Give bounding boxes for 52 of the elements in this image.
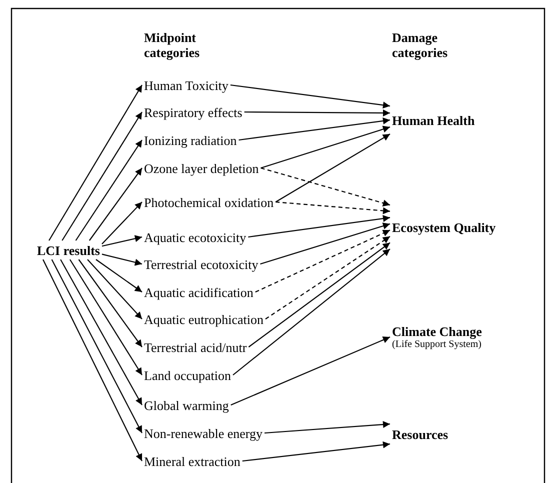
arrow: [244, 109, 390, 116]
damage-category: Ecosystem Quality: [392, 220, 496, 234]
arrow: [230, 336, 390, 406]
midpoint-category: Aquatic eutrophication: [144, 312, 264, 326]
arrow: [248, 242, 390, 348]
midpoint-category: Non-renewable energy: [144, 426, 263, 440]
arrow: [96, 259, 142, 292]
midpoint-category: Global warming: [144, 398, 229, 412]
column-heading: Damage categories: [392, 30, 449, 60]
damage-category: Human Health: [392, 112, 475, 128]
midpoint-category: Terrestrial acid/nutr: [144, 340, 247, 354]
midpoint-category: Aquatic acidification: [144, 284, 254, 300]
midpoint-category: Photochemical oxidation: [144, 194, 274, 210]
arrow: [102, 254, 142, 266]
midpoint-category: Aquatic ecotoxicity: [144, 230, 246, 244]
arrow: [230, 84, 390, 109]
damage-category: Climate Change: [392, 324, 482, 338]
source-label: LCI results: [37, 242, 100, 258]
arrow: [248, 215, 390, 238]
arrow: [275, 134, 390, 202]
midpoint-category: Respiratory effects: [144, 104, 242, 120]
midpoint-category: Land occupation: [144, 368, 231, 382]
arrow: [69, 259, 142, 376]
midpoint-category: Terrestrial ecotoxicity: [144, 256, 258, 272]
arrow: [242, 441, 390, 462]
arrow: [260, 126, 390, 169]
midpoint-category: Mineral extraction: [144, 454, 240, 468]
arrow: [276, 201, 390, 214]
arrow: [60, 259, 142, 406]
arrow: [260, 167, 390, 206]
damage-category: Resources: [392, 426, 448, 442]
arrow: [75, 140, 142, 241]
column-heading: Midpoint categories: [144, 30, 201, 60]
arrow: [260, 222, 390, 265]
arrow: [102, 202, 142, 244]
midpoint-category: Ionizing radiation: [144, 132, 237, 148]
midpoint-category: Human Toxicity: [144, 78, 228, 92]
arrow: [264, 421, 390, 434]
arrow: [78, 259, 142, 348]
arrow: [42, 259, 142, 462]
arrow: [62, 112, 142, 241]
category-subtitle: (Life Support System): [392, 338, 482, 350]
arrow: [265, 236, 390, 320]
arrow: [87, 259, 142, 320]
midpoint-category: Ozone layer depletion: [144, 160, 259, 176]
arrow: [255, 230, 390, 292]
arrow: [51, 259, 142, 434]
arrow: [238, 117, 390, 141]
arrow: [88, 168, 142, 241]
arrow: [232, 248, 390, 376]
arrow: [48, 84, 142, 241]
arrow: [102, 235, 142, 247]
